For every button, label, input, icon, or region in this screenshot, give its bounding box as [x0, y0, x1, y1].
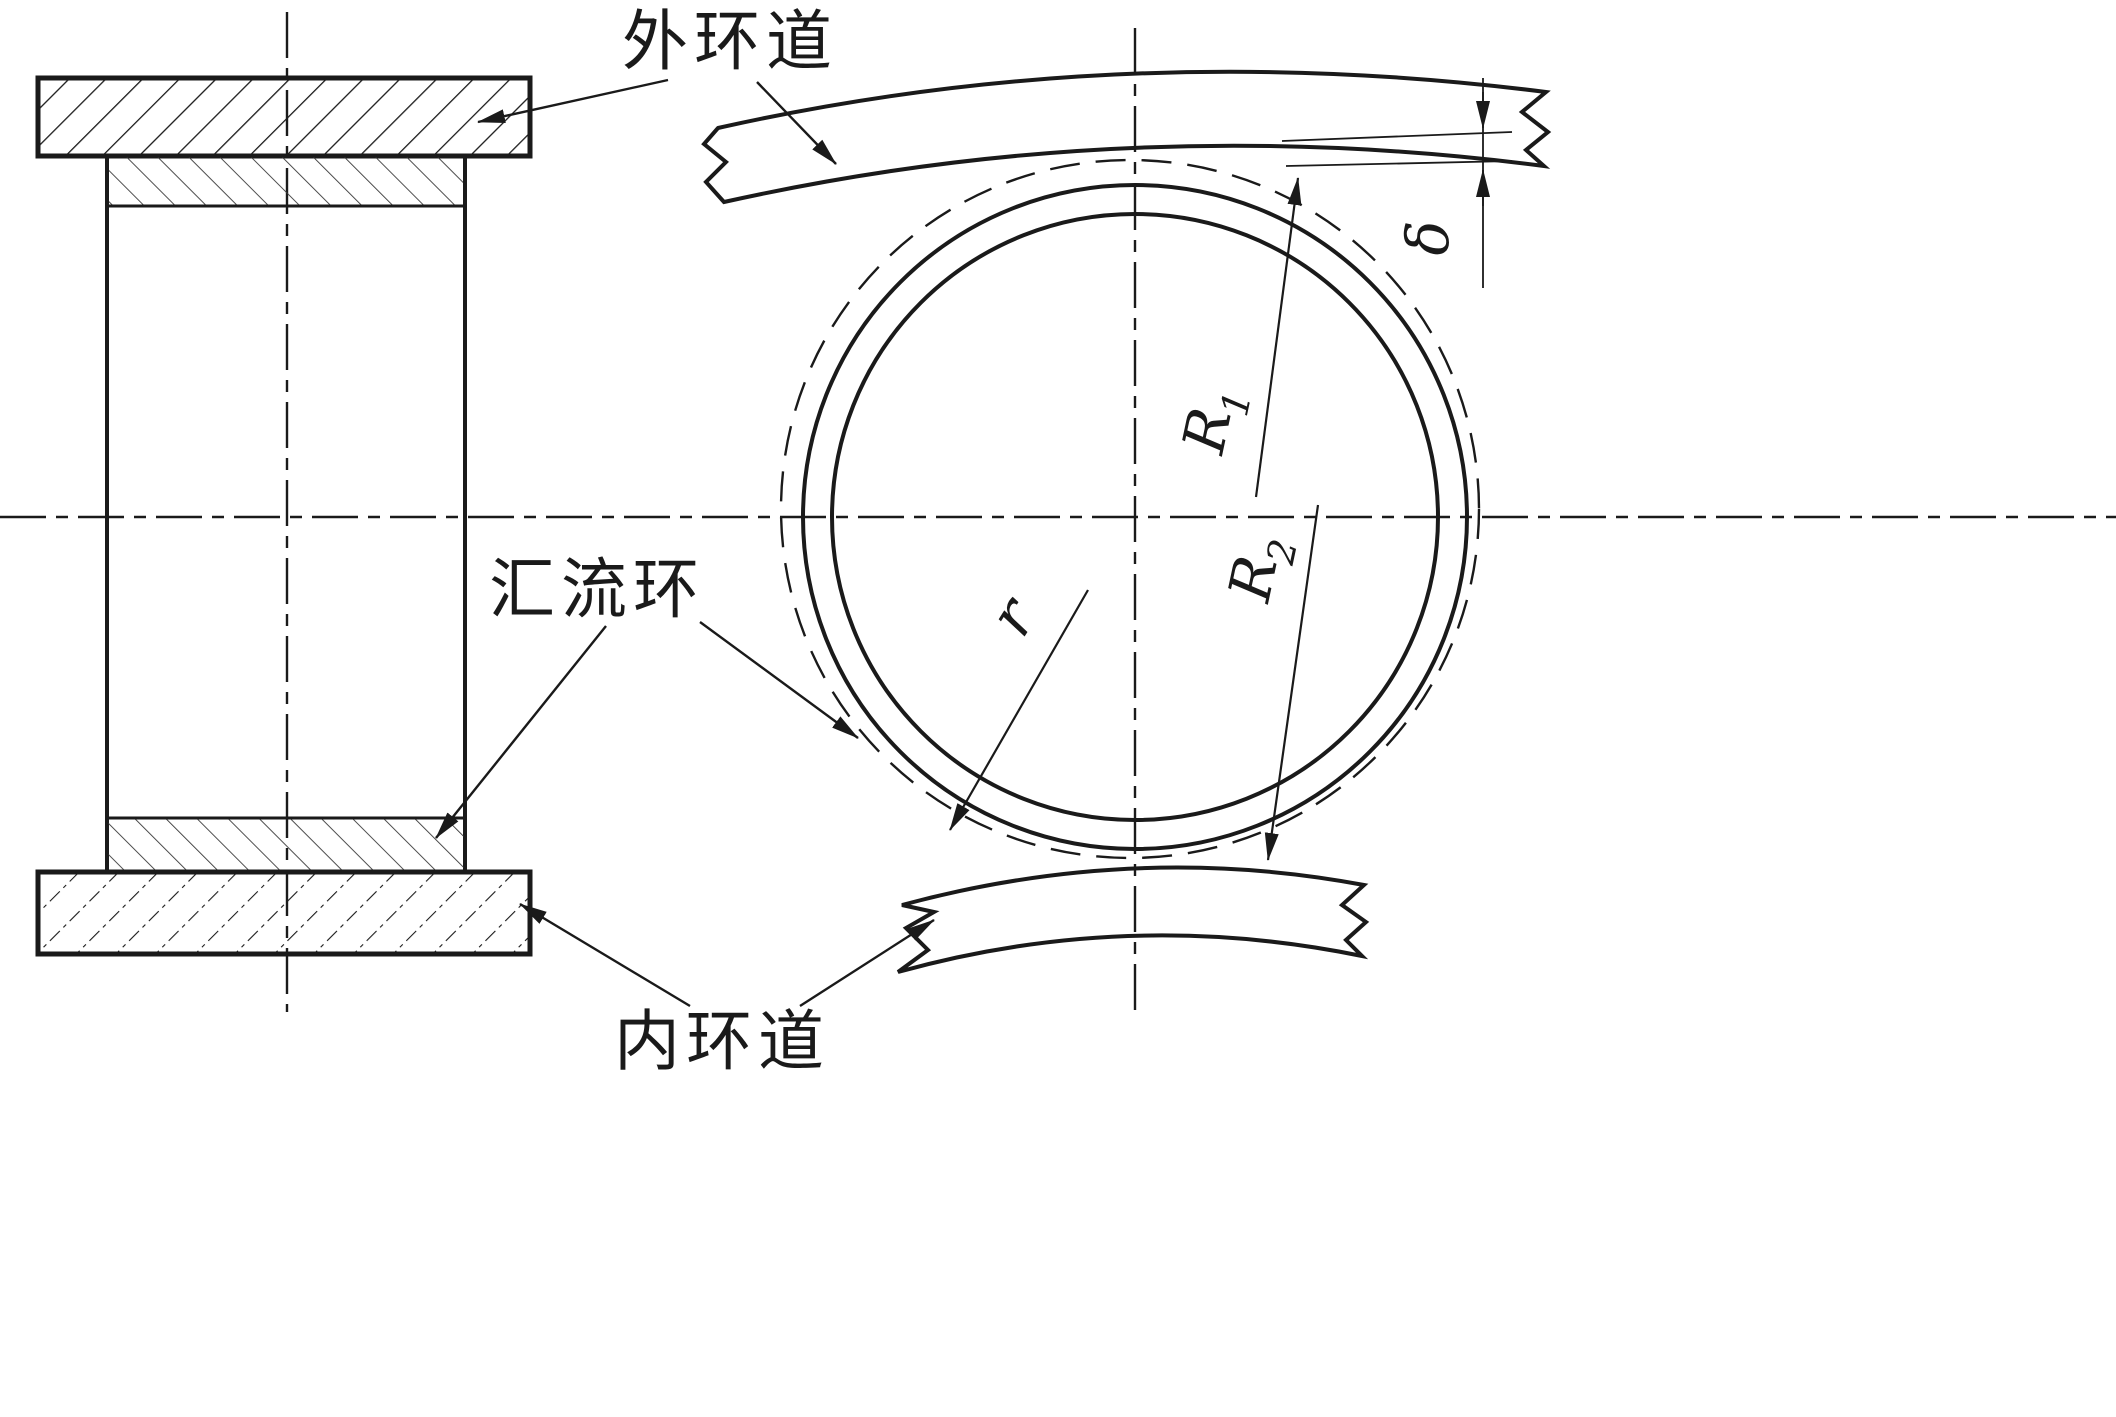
inner-raceway-label: 内环道 [614, 1004, 830, 1078]
dimension-line-R1 [1254, 177, 1302, 498]
ball-inner-circle [830, 212, 1440, 822]
delta-extension-line-top [1281, 131, 1513, 142]
collector-ring-label: 汇流环 [489, 552, 705, 626]
leader-inner-raceway-left [519, 902, 691, 1008]
R1-label-group: R 1 [1169, 387, 1260, 460]
outer-raceway-strip [701, 69, 1552, 205]
right-contact-view [701, 28, 1552, 1012]
collector-ring-top-band [105, 154, 467, 208]
leader-lines [435, 78, 935, 1008]
leader-inner-raceway-right [799, 918, 935, 1008]
left-section-view [35, 12, 533, 1012]
leader-collector-ring-left [435, 625, 607, 839]
outer-raceway-label: 外环道 [622, 4, 838, 78]
inner-ring-bottom-section [35, 869, 533, 957]
delta-extension-line-bottom [1285, 160, 1513, 167]
delta-label: δ [1394, 221, 1462, 256]
dimension-line-R2 [1264, 504, 1320, 861]
collector-ring-bottom-band [105, 816, 467, 874]
dimension-line-r [949, 589, 1089, 831]
outer-ring-top-section [35, 75, 533, 159]
leader-collector-ring-right [699, 621, 859, 739]
leader-outer-raceway-right [756, 81, 837, 165]
R2-label-group: R 2 [1215, 535, 1306, 608]
ball-outer-circle [801, 183, 1469, 851]
delta-label-group: δ [1394, 221, 1462, 256]
leader-outer-raceway-left [477, 78, 669, 124]
raceway-curvature-dashed-circle [779, 158, 1481, 860]
inner-raceway-strip [896, 865, 1370, 974]
r-label: r [976, 584, 1052, 648]
r-label-group: r [976, 584, 1052, 648]
